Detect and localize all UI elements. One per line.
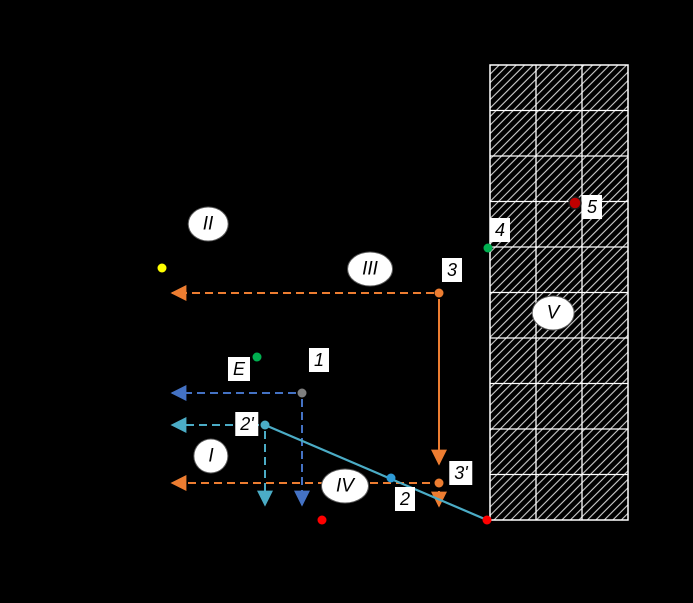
red-point-bottom-right [482, 515, 492, 525]
point-4-dot [483, 243, 493, 253]
point-label-4: 4 [489, 218, 511, 242]
point-label-5: 5 [581, 195, 603, 219]
point-2-prime-dot [260, 420, 270, 430]
point-label-2: 2 [394, 487, 416, 511]
point-label-1: 1 [308, 348, 330, 372]
red-point-bottom-left [317, 515, 327, 525]
hatch-grid-lines [490, 65, 628, 520]
yellow-point [157, 263, 167, 273]
region-label-V: V [531, 295, 575, 331]
point-E-dot [252, 352, 262, 362]
point-5-dot [568, 196, 582, 210]
point-1-dot [297, 388, 307, 398]
point-2-dot [386, 473, 396, 483]
point-label-3: 3 [441, 258, 463, 282]
point-label-E: E [227, 357, 251, 381]
region-label-III: III [347, 251, 393, 287]
line-2-prime-through-2 [264, 423, 488, 522]
point-3-dot [434, 288, 444, 298]
region-label-I: I [193, 438, 229, 474]
diagram-points [157, 196, 582, 525]
point-label-2-prime: 2' [235, 412, 259, 436]
point-label-3-prime: 3' [449, 461, 473, 485]
region-label-II: II [187, 206, 229, 242]
region-V-hatched-area [489, 64, 629, 521]
region-label-IV: IV [321, 468, 369, 504]
process-path-arrows [170, 285, 488, 522]
point-3-prime-dot [434, 478, 444, 488]
